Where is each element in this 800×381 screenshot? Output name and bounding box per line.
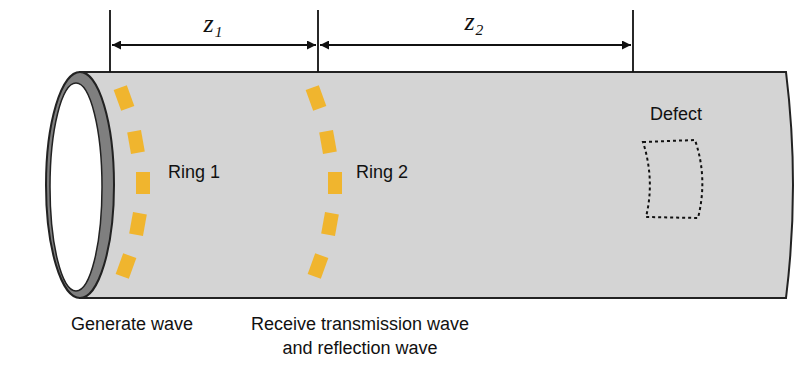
ring-label: Ring 1 (168, 160, 220, 184)
defect-outline (643, 140, 702, 218)
pipe-body (80, 72, 793, 298)
extension-line (632, 10, 634, 72)
dimension-label: z₁ (203, 6, 222, 41)
extension-line (109, 10, 111, 72)
transducer-element (321, 212, 339, 236)
transducer-element (129, 212, 147, 236)
transducer-rings (114, 85, 342, 278)
pipe-wall-end (46, 72, 114, 298)
dimension-arrow (320, 44, 631, 46)
transducer-element (328, 172, 342, 194)
transducer-element (116, 253, 137, 278)
dimension-label: z₂ (464, 4, 483, 39)
caption-label: Generate wave (71, 312, 193, 336)
transducer-element (114, 85, 135, 110)
transducer-element (127, 130, 145, 154)
transducer-element (319, 130, 337, 154)
ring-label: Ring 2 (356, 160, 408, 184)
transducer-element (136, 172, 150, 194)
pipe-bore (50, 83, 102, 291)
defect-label: Defect (650, 102, 702, 126)
transducer-element (308, 253, 329, 278)
extension-line (317, 10, 319, 72)
caption-label: Receive transmission wave and reflection… (240, 312, 480, 361)
transducer-element (306, 85, 327, 110)
dimension-arrow (112, 44, 316, 46)
